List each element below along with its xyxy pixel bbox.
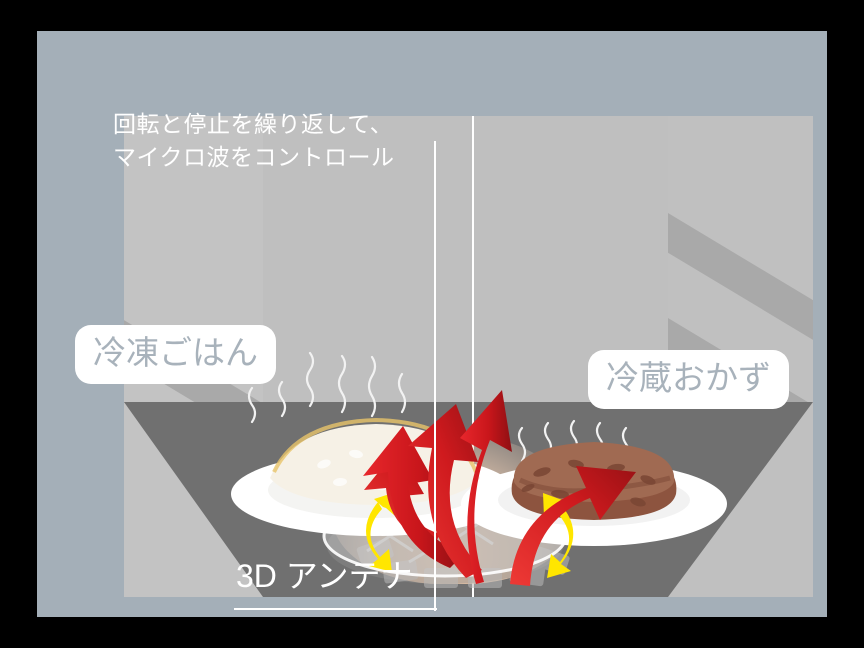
microwave-arrow [510, 466, 636, 586]
center-guide-line [472, 116, 474, 597]
label-frozen-rice: 冷凍ごはん [75, 325, 276, 384]
antenna-caption-underline [234, 608, 437, 610]
caption-leader-line [434, 141, 436, 611]
scene-artwork [231, 351, 727, 588]
microwave-arrow [363, 426, 464, 568]
microwave-arrows [363, 390, 636, 586]
microwave-arrow [460, 390, 512, 584]
steam-icon-rice [247, 351, 407, 424]
antenna-caption: 3D アンテナ [236, 558, 413, 594]
microwave-arrow [408, 404, 482, 578]
label-chilled-side-dish: 冷蔵おかず [588, 350, 789, 409]
top-note-caption: 回転と停止を繰り返して、 マイクロ波をコントロール [113, 111, 395, 170]
